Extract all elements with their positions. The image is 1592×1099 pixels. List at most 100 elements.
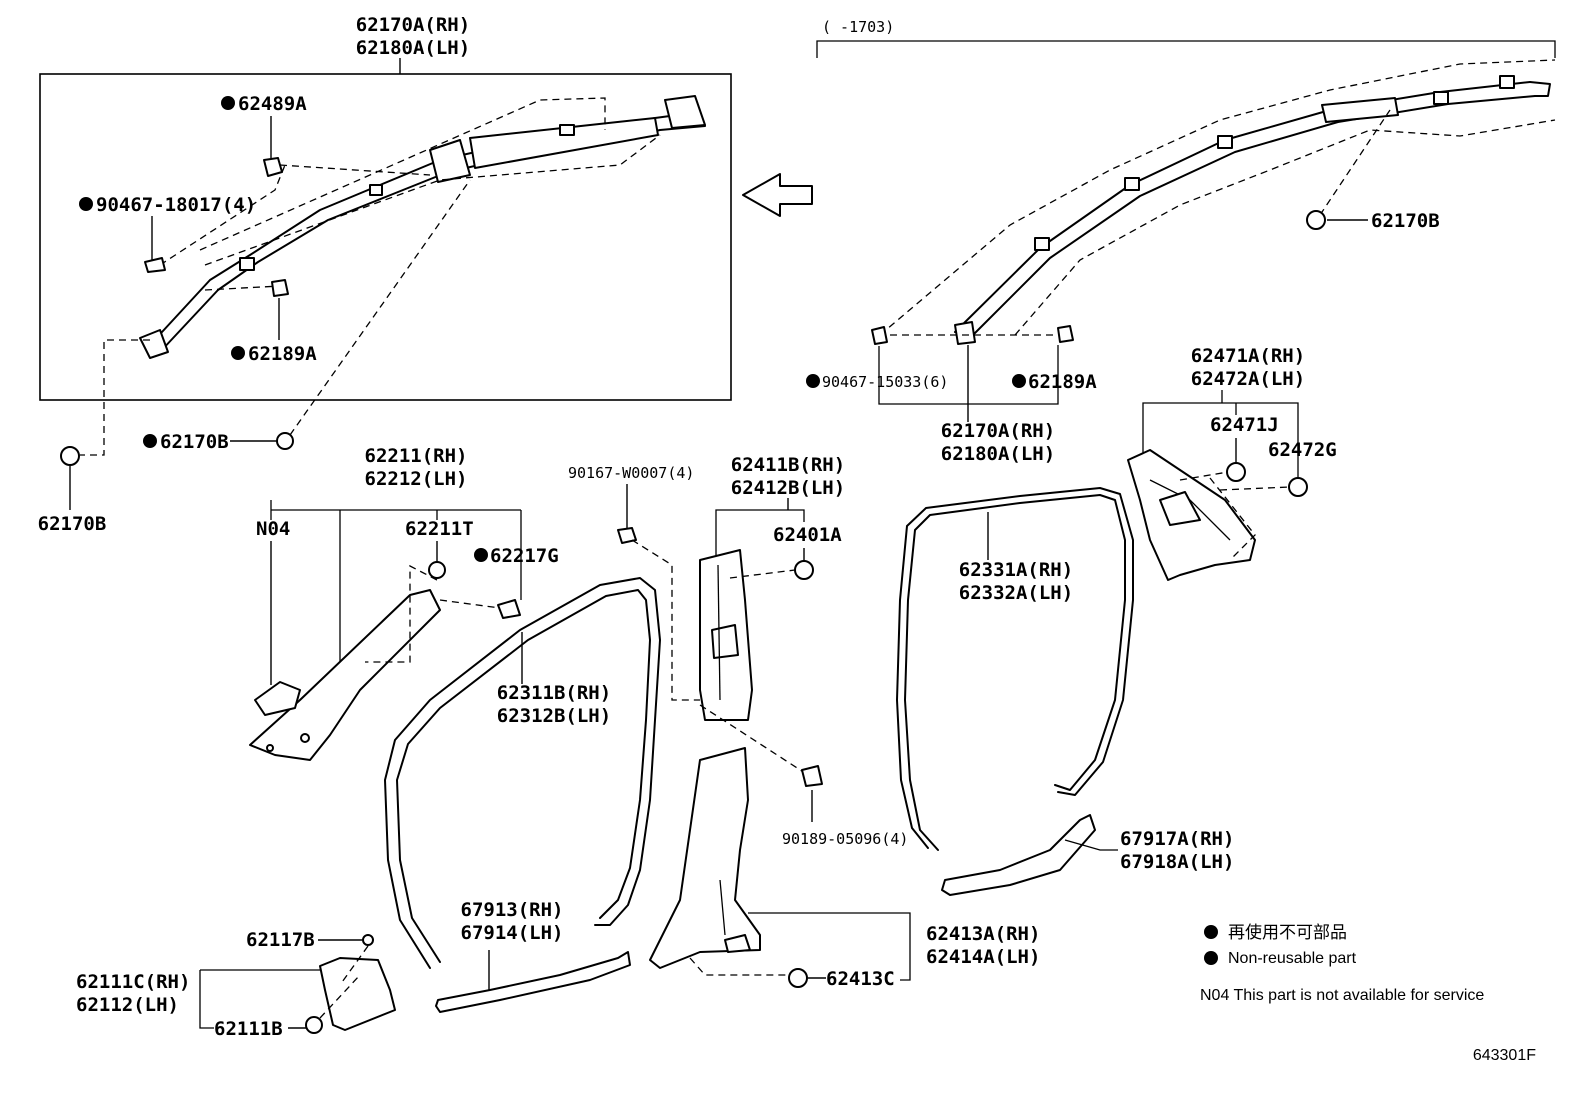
label-90167[interactable]: 90167-W0007(4) [568,464,694,482]
dash-guide [365,564,438,663]
label-62212-lh[interactable]: 62212(LH) [365,468,468,490]
rear-door-weatherstrip-outer [896,487,1134,849]
label-62112-lh[interactable]: 62112(LH) [76,994,179,1016]
clip-90189[interactable] [801,765,823,787]
cowl-side-trim [319,957,396,1031]
dash-guide [631,539,700,701]
dash-guide [729,569,796,579]
label-62471a-rh[interactable]: 62471A(RH) [1191,345,1305,367]
nonreusable-dot [79,197,93,211]
label-62413c[interactable]: 62413C [826,968,895,990]
bracket-line [748,912,911,950]
curtain-airbag-detail [139,95,706,359]
detail-inset-frame [39,73,732,401]
label-62312b-lh[interactable]: 62312B(LH) [497,705,611,727]
label-62411b-rh[interactable]: 62411B(RH) [731,454,845,476]
label-62211t[interactable]: 62211T [405,518,474,540]
label-90189[interactable]: 90189-05096(4) [782,830,908,848]
dash-guide [1179,471,1229,481]
label-62117b[interactable]: 62117B [246,929,315,951]
dash-guide [159,164,286,266]
clip-62472g[interactable] [1288,477,1308,497]
center-pillar-upper-garnish [699,549,753,721]
clip-62111b[interactable] [305,1016,323,1034]
clip-62489a[interactable] [263,157,283,177]
clip-62170b-right[interactable] [1306,210,1326,230]
label-67914-lh[interactable]: 67914(LH) [461,922,564,944]
dash-guide [279,164,431,176]
label-62412b-lh[interactable]: 62412B(LH) [731,477,845,499]
center-pillar-lower-garnish [649,747,761,969]
clip-90467-18017[interactable] [144,257,166,273]
front-pillar-garnish [249,589,441,761]
range-bracket [816,40,1556,58]
label-62401a[interactable]: 62401A [773,524,842,546]
label-62189a-right[interactable]: 62189A [1028,371,1097,393]
clip-62170b-outer[interactable] [60,446,80,466]
clip-62217g[interactable] [497,599,521,619]
dash-guide [204,285,281,291]
label-90467-15033[interactable]: 90467-15033(6) [822,373,948,391]
label-62170b-right[interactable]: 62170B [1371,210,1440,232]
label-90467-18017[interactable]: 90467-18017(4) [96,194,256,216]
label-62414a-lh[interactable]: 62414A(LH) [926,946,1040,968]
bracket-line [1142,390,1299,478]
rear-door-weatherstrip [904,494,1126,851]
label-62489a[interactable]: 62489A [238,93,307,115]
legend-n04-note: N04 This part is not available for servi… [1200,987,1484,1004]
clip-62170b[interactable] [276,432,294,450]
nonreusable-dot [221,96,235,110]
label-upper-airbag-lh[interactable]: 62180A(LH) [356,37,470,59]
roof-side-garnish [1127,449,1256,581]
leader-line [1064,839,1118,851]
label-62211-rh[interactable]: 62211(RH) [365,445,468,467]
legend-nonreusable-jp: 再使用不可部品 [1228,922,1347,943]
dash-guide [339,945,369,986]
label-62111b[interactable]: 62111B [214,1018,283,1040]
dash-guide [204,134,661,266]
front-door-weatherstrip-inner [396,589,651,963]
label-62472g[interactable]: 62472G [1268,439,1337,461]
label-62331a-rh[interactable]: 62331A(RH) [959,559,1073,581]
clip-62189a-left[interactable] [271,279,289,297]
dash-guide [689,957,790,976]
dash-guide [1219,486,1291,491]
clip-62413c[interactable] [788,968,808,988]
bracket-line [900,950,911,981]
label-lower-airbag-rh[interactable]: 62170A(RH) [941,420,1055,442]
nonreusable-dot [231,346,245,360]
dash-guide [879,59,1556,336]
label-67918a-lh[interactable]: 67918A(LH) [1120,851,1234,873]
label-62332a-lh[interactable]: 62332A(LH) [959,582,1073,604]
label-62311b-rh[interactable]: 62311B(RH) [497,682,611,704]
rear-scuff-plate [941,814,1096,896]
front-scuff-plate [435,951,631,1013]
label-67917a-rh[interactable]: 67917A(RH) [1120,828,1234,850]
label-range-note[interactable]: ( -1703) [822,18,894,36]
dash-guide [319,974,361,1019]
label-62472a-lh[interactable]: 62472A(LH) [1191,368,1305,390]
clip-62471j[interactable] [1226,462,1246,482]
clip-62117b[interactable] [362,934,374,946]
legend-nonreusable-dot [1204,951,1218,965]
label-62413a-rh[interactable]: 62413A(RH) [926,923,1040,945]
nonreusable-dot [474,548,488,562]
clip-62211t[interactable] [428,561,446,579]
label-62111c-rh[interactable]: 62111C(RH) [76,971,190,993]
label-62217g[interactable]: 62217G [490,545,559,567]
label-n04[interactable]: N04 [256,518,290,540]
label-67913-rh[interactable]: 67913(RH) [461,899,564,921]
label-62170b-outside[interactable]: 62170B [38,513,107,535]
label-62471j[interactable]: 62471J [1210,414,1279,436]
clip-90467-15033[interactable] [871,326,888,345]
label-62189a-left[interactable]: 62189A [248,343,317,365]
bracket-line [199,969,320,1029]
label-upper-airbag-rh[interactable]: 62170A(RH) [356,14,470,36]
clip-62189a-right[interactable] [1057,325,1074,343]
dash-guide [1014,119,1556,336]
label-62170b-box[interactable]: 62170B [160,431,229,453]
screw-90167[interactable] [617,527,637,544]
nonreusable-dot [143,434,157,448]
clip-62401a[interactable] [794,560,814,580]
label-lower-airbag-lh[interactable]: 62180A(LH) [941,443,1055,465]
